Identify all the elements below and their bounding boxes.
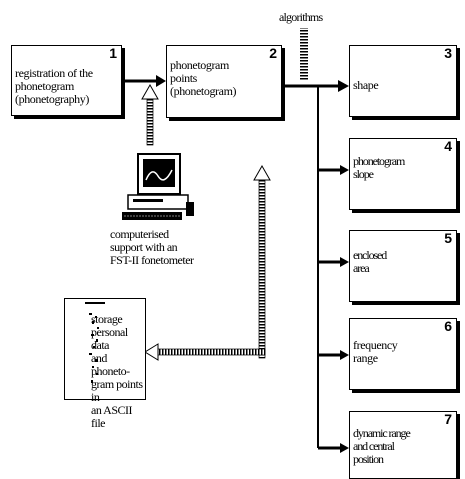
box-4-slope: 4 phonetogram slope — [349, 138, 457, 210]
box-label-line: (phonetogram) — [170, 85, 236, 98]
algorithms-arrow — [300, 28, 308, 80]
box-label-line: shape — [353, 79, 378, 92]
box-number: 6 — [444, 318, 452, 334]
box-2-phonetogram-points: 2 phonetogram points (phonetogram) — [166, 45, 282, 118]
box-7-dynamic-range: 7 dynamic range and central position — [349, 411, 457, 479]
storage-box: storage personal data and phoneto- gram … — [64, 298, 146, 400]
box-number: 7 — [444, 411, 452, 427]
box-label-line: position — [353, 453, 410, 466]
algorithms-label: algorithms — [279, 11, 322, 24]
storage-line: and phoneto- — [91, 352, 145, 378]
box-label-line: area — [353, 262, 386, 275]
arrow-2-to-storage-horizontal — [155, 349, 265, 355]
arrow-computer-to-1 — [147, 97, 153, 145]
storage-line: gram points in — [91, 378, 145, 404]
box-number: 5 — [444, 230, 452, 246]
box-1-registration: 1 registration of the phonetogram (phone… — [11, 45, 122, 116]
box-number: 2 — [269, 45, 277, 61]
box-label-line: slope — [353, 168, 404, 181]
arrow-2-to-storage-vertical — [259, 178, 265, 358]
storage-line: an ASCII file — [91, 404, 145, 430]
box-number: 4 — [444, 138, 452, 154]
box-label-line: range — [353, 352, 397, 365]
computer-icon — [118, 150, 208, 230]
box-label-line: (phonetography) — [15, 93, 93, 106]
box-number: 3 — [444, 45, 452, 61]
computer-caption: computerised support with an FST-II fone… — [110, 228, 194, 267]
box-6-frequency-range: 6 frequency range — [349, 318, 457, 390]
box-number: 1 — [109, 45, 117, 61]
box-5-enclosed-area: 5 enclosed area — [349, 230, 457, 302]
storage-line: personal data — [91, 326, 145, 352]
box-3-shape: 3 shape — [349, 45, 457, 117]
caption-line: FST-II fonetometer — [110, 254, 194, 267]
